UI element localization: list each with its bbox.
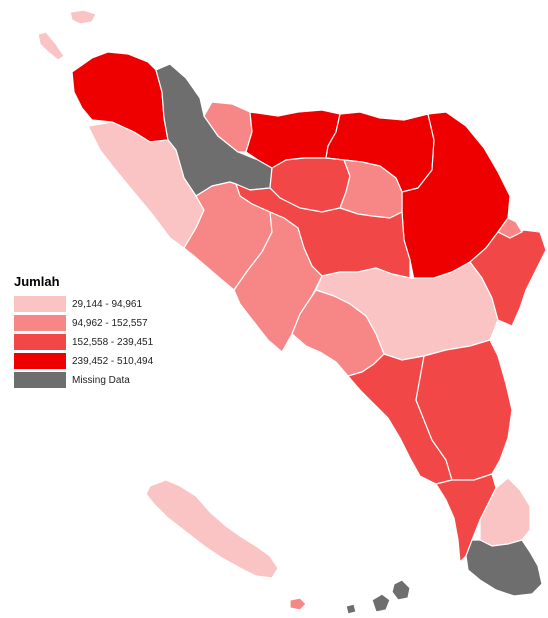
region-south-lower[interactable]	[435, 473, 497, 563]
legend-item: 152,558 - 239,451	[14, 333, 194, 351]
region-west-central-2[interactable]	[233, 211, 323, 353]
legend-items: 29,144 - 94,961 94,962 - 152,557 152,558 -…	[14, 295, 194, 389]
map-legend: Jumlah 29,144 - 94,961 94,962 - 152,557 15…	[14, 274, 194, 390]
legend-label: Missing Data	[72, 374, 130, 386]
legend-label: 152,558 - 239,451	[72, 336, 154, 348]
region-northwest-islands[interactable]	[69, 9, 97, 25]
legend-swatch	[14, 372, 66, 388]
legend-title: Jumlah	[14, 274, 60, 289]
region-northwest-islands[interactable]	[37, 31, 65, 61]
legend-label: 94,962 - 152,557	[72, 317, 148, 329]
region-south-east[interactable]	[415, 339, 513, 481]
legend-swatch	[14, 296, 66, 312]
legend-swatch	[14, 334, 66, 350]
legend-swatch	[14, 315, 66, 331]
legend-label: 29,144 - 94,961	[72, 298, 143, 310]
region-east-small[interactable]	[497, 217, 523, 239]
legend-item: 94,962 - 152,557	[14, 314, 194, 332]
legend-item: 29,144 - 94,961	[14, 295, 194, 313]
region-banyak-islands[interactable]	[371, 593, 391, 613]
region-simeulue-island[interactable]	[145, 479, 279, 579]
legend-swatch	[14, 353, 66, 369]
region-south-tip-gray[interactable]	[465, 539, 543, 597]
legend-item: 239,452 - 510,494	[14, 352, 194, 370]
legend-item: Missing Data	[14, 371, 194, 389]
legend-label: 239,452 - 510,494	[72, 355, 154, 367]
region-banyak-islands[interactable]	[391, 579, 411, 601]
region-banyak-islands[interactable]	[345, 603, 357, 615]
region-southwest-central[interactable]	[291, 289, 385, 377]
region-small-island-south[interactable]	[289, 597, 307, 611]
